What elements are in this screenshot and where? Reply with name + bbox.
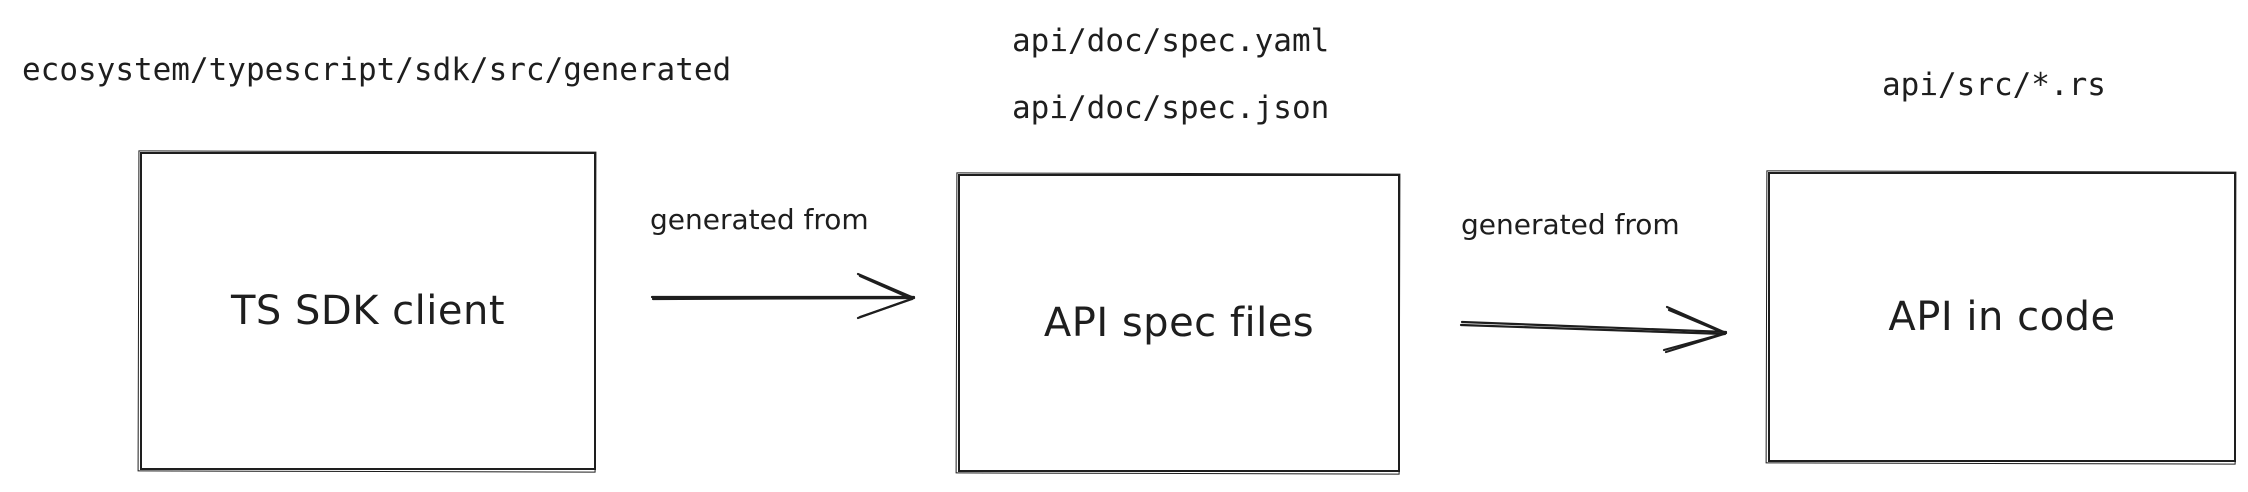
api-in-code-box: API in code (1768, 172, 2236, 462)
sdk-generated-path-label: ecosystem/typescript/sdk/src/generated (22, 52, 732, 88)
ts-sdk-client-box: TS SDK client (140, 152, 596, 470)
ts-sdk-client-label: TS SDK client (230, 288, 506, 334)
edge-label-spec-from-code: generated from (1461, 208, 1680, 241)
arrow-spec-to-code (1459, 305, 1728, 354)
api-in-code-label: API in code (1888, 294, 2116, 340)
api-spec-files-box: API spec files (958, 174, 1400, 472)
spec-yaml-path-label: api/doc/spec.yaml (1012, 23, 1330, 59)
api-spec-files-label: API spec files (1043, 300, 1315, 346)
spec-json-path-label: api/doc/spec.json (1012, 90, 1330, 126)
api-src-path-label: api/src/*.rs (1882, 67, 2106, 103)
arrow-sdk-to-spec (650, 272, 916, 320)
edge-label-sdk-from-spec: generated from (650, 203, 869, 236)
